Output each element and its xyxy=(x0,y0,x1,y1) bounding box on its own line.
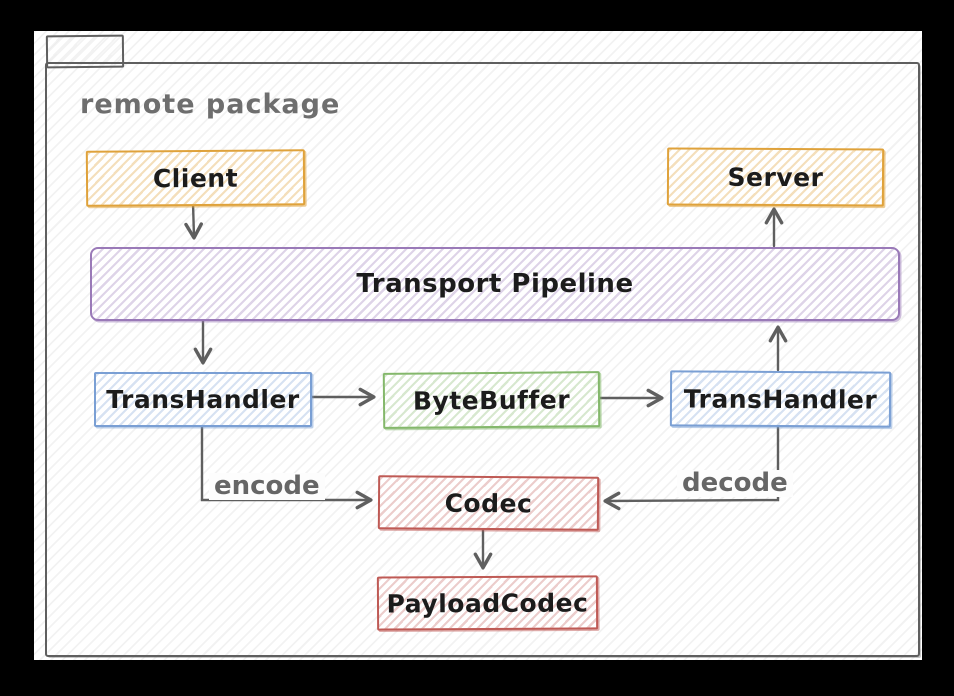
node-transhandler-right-label: TransHandler xyxy=(683,383,878,415)
node-codec-label: Codec xyxy=(444,488,533,518)
node-transhandler-left-label: TransHandler xyxy=(106,385,300,414)
node-transhandler-left: TransHandler xyxy=(94,372,312,427)
node-bytebuffer-label: ByteBuffer xyxy=(412,384,571,416)
node-transhandler-right: TransHandler xyxy=(669,370,892,428)
node-client-label: Client xyxy=(152,163,239,193)
node-payloadcodec: PayloadCodec xyxy=(376,575,599,631)
edge-label-decode: decode xyxy=(677,469,793,498)
node-codec: Codec xyxy=(377,475,600,531)
node-payloadcodec-label: PayloadCodec xyxy=(386,587,589,619)
node-bytebuffer: ByteBuffer xyxy=(382,371,601,429)
edge-label-encode: encode xyxy=(209,472,325,501)
node-client: Client xyxy=(85,149,306,207)
node-server: Server xyxy=(666,147,885,207)
node-transport-pipeline-label: Transport Pipeline xyxy=(356,269,634,299)
node-server-label: Server xyxy=(727,162,824,192)
package-folder-body xyxy=(45,62,920,657)
node-transport-pipeline: Transport Pipeline xyxy=(90,247,900,321)
package-label: remote package xyxy=(80,89,341,120)
diagram-canvas: remote package xyxy=(34,31,922,660)
